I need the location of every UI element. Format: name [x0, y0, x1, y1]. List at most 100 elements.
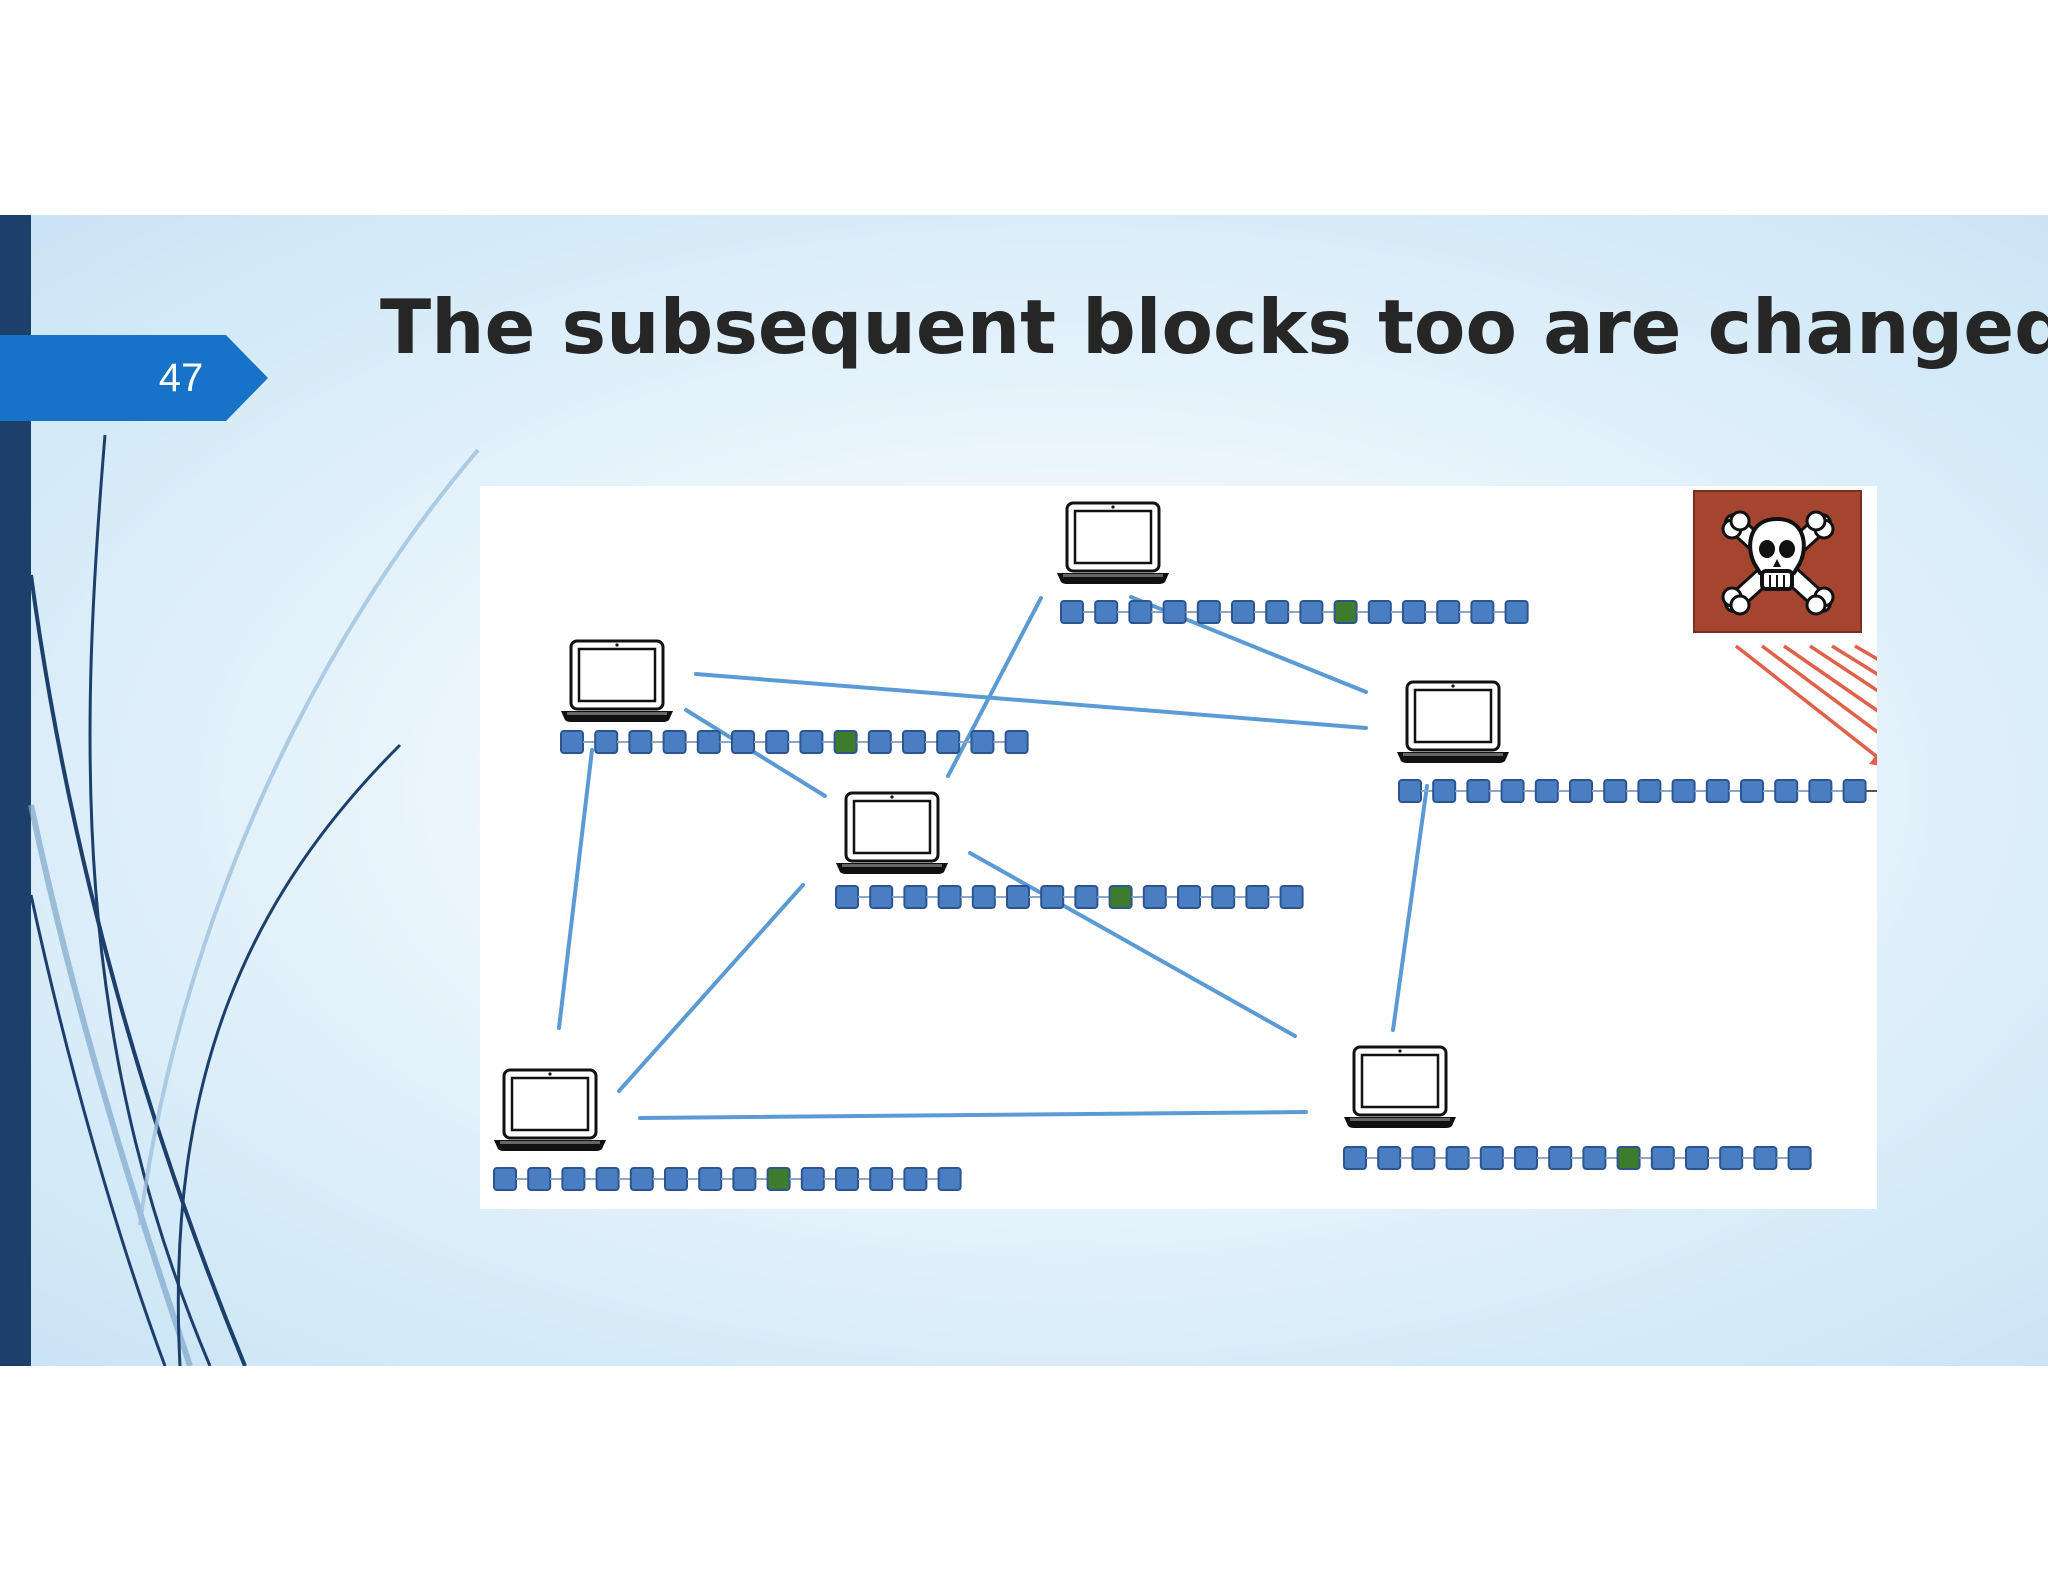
block [903, 885, 928, 909]
connection-node-left-to-node-right [694, 672, 1368, 730]
block [1637, 779, 1662, 803]
block [1265, 600, 1290, 624]
block [664, 1167, 688, 1191]
block [867, 730, 892, 754]
blockchain-node-bottom-right [1343, 1146, 1812, 1170]
block [1128, 600, 1153, 624]
block [698, 1167, 723, 1191]
skull-crossbones-icon [1693, 490, 1862, 633]
block [1705, 779, 1730, 803]
block [1040, 885, 1065, 909]
laptop-icon [1057, 501, 1169, 584]
block [1445, 1146, 1470, 1170]
block [1343, 1146, 1367, 1170]
block [936, 730, 961, 754]
connection-node-bottom-left-to-node-bottom-right [638, 1110, 1308, 1120]
modified-block [1616, 1146, 1641, 1170]
block [1753, 1146, 1778, 1170]
block [527, 1167, 552, 1191]
blockchain-network-diagram [480, 486, 1877, 1209]
block [1436, 600, 1461, 624]
block [662, 730, 687, 754]
laptop-icon [494, 1068, 606, 1151]
block [1719, 1146, 1744, 1170]
block [835, 885, 859, 909]
connection-node-top-to-node-center [946, 596, 1043, 778]
block [1479, 1146, 1504, 1170]
block [1162, 600, 1187, 624]
block [937, 1167, 962, 1191]
block [1787, 1146, 1812, 1170]
laptop-icon [561, 639, 673, 722]
block [628, 730, 653, 754]
block [1470, 600, 1495, 624]
block [1299, 600, 1324, 624]
modified-block [833, 730, 858, 754]
block [1432, 779, 1457, 803]
block [732, 1167, 757, 1191]
block [696, 730, 721, 754]
block [1603, 779, 1628, 803]
block [1808, 779, 1833, 803]
block [1740, 779, 1764, 803]
block [1142, 885, 1167, 909]
blockchain-node-left [560, 730, 1029, 754]
block [1842, 779, 1867, 803]
page-number-badge [0, 335, 268, 421]
block [1534, 779, 1559, 803]
blockchain-node-top [1060, 600, 1529, 624]
block [970, 730, 995, 754]
block [1411, 1146, 1436, 1170]
block [1196, 600, 1221, 624]
attack-arrow [1831, 644, 1877, 676]
block [561, 1167, 586, 1191]
connection-node-center-to-node-bottom-left [617, 883, 805, 1093]
connection-node-left-to-node-bottom-left [557, 748, 594, 1030]
block [1094, 600, 1119, 624]
block [594, 730, 619, 754]
laptop-icon [1344, 1045, 1456, 1128]
block [971, 885, 996, 909]
block [1006, 885, 1030, 909]
block [1504, 600, 1529, 624]
block [1500, 779, 1525, 803]
laptop-icon [836, 791, 948, 874]
attack-arrow [1760, 644, 1877, 734]
blockchain-node-bottom-left [493, 1167, 962, 1191]
decorative-swoosh [28, 434, 480, 1366]
block [1685, 1146, 1709, 1170]
slide-title: The subsequent blocks too are changed [380, 283, 2048, 371]
block [1060, 600, 1084, 624]
block [1377, 1146, 1402, 1170]
block [1402, 600, 1426, 624]
block [1466, 779, 1491, 803]
block [1774, 779, 1799, 803]
connection-node-right-to-node-bottom-right [1391, 784, 1429, 1032]
block [1074, 885, 1099, 909]
block [799, 730, 824, 754]
block [1548, 1146, 1573, 1170]
block [903, 1167, 928, 1191]
attack-arrow [1809, 644, 1877, 693]
network-graph [493, 490, 1877, 1191]
block [1177, 885, 1201, 909]
block [869, 885, 894, 909]
modified-block [766, 1167, 791, 1191]
block [765, 730, 790, 754]
modified-block [1333, 600, 1358, 624]
connection-node-left-to-node-center [684, 708, 827, 798]
block [1231, 600, 1255, 624]
connection-node-center-to-node-bottom-right [968, 851, 1297, 1038]
block [937, 885, 962, 909]
block [800, 1167, 825, 1191]
block [560, 730, 584, 754]
blockchain-node-right [1398, 779, 1877, 803]
block [1279, 885, 1304, 909]
block [629, 1167, 654, 1191]
modified-block [1108, 885, 1133, 909]
block [1211, 885, 1236, 909]
block [1514, 1146, 1538, 1170]
block [1650, 1146, 1675, 1170]
attack-arrow [1783, 644, 1877, 713]
block [1569, 779, 1593, 803]
